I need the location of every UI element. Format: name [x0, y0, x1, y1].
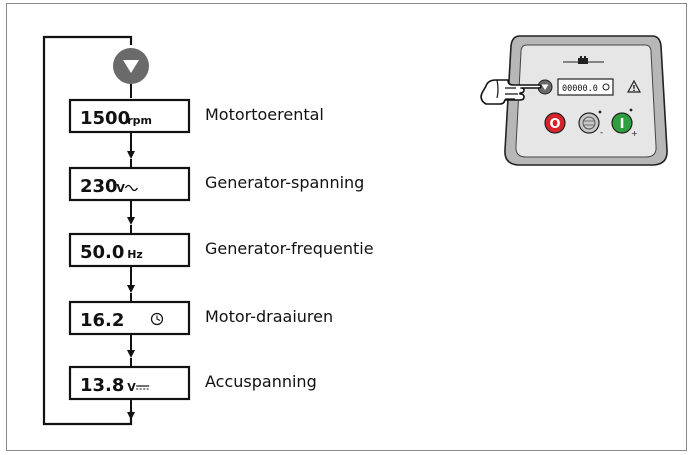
lcd-value: 16.2 [80, 310, 124, 331]
stop-button-label: O [549, 117, 560, 132]
plus-sign: + [631, 129, 638, 138]
lcd-value: 13.8 [80, 375, 124, 396]
parameter-label: Accuspanning [205, 372, 317, 391]
flow-arrow-icon [127, 217, 135, 225]
ac-wave-icon [124, 184, 138, 192]
lcd-value-box [68, 166, 191, 202]
preheat-coil-icon [582, 116, 596, 130]
lcd-unit: rpm [127, 114, 152, 127]
scroll-button[interactable] [113, 48, 149, 84]
lcd-value: 50.0 [80, 242, 124, 263]
lcd-value: 1500 [80, 108, 130, 129]
stop-button[interactable]: O [544, 112, 566, 134]
preheat-button[interactable] [578, 112, 600, 134]
svg-text:!: ! [632, 84, 636, 93]
lcd-value-box [68, 300, 191, 336]
panel-display [557, 78, 614, 96]
lcd-unit: V [116, 182, 125, 195]
parameter-label: Motortoerental [205, 105, 324, 124]
panel-display-text: 00000.0 [562, 84, 598, 94]
parameter-label: Generator-frequentie [205, 239, 374, 258]
flow-arrow-icon [127, 412, 135, 420]
loop-line [42, 35, 133, 426]
hour-meter-icon [150, 312, 164, 326]
lcd-value-box [68, 365, 191, 401]
preheat-indicator-dot [598, 110, 602, 114]
minus-sign: - [600, 128, 603, 138]
warning-icon: ! [626, 79, 642, 93]
pointing-hand-icon [480, 79, 542, 105]
hour-meter-hand [156, 315, 161, 321]
scroll-down-icon [123, 60, 139, 73]
panel-brand-mark-icon [578, 56, 588, 64]
lcd-value-box [68, 98, 191, 134]
lcd-value-box [68, 232, 191, 268]
lcd-unit: Hz [127, 248, 143, 261]
parameter-label: Motor-draaiuren [205, 307, 333, 326]
lcd-value: 230 [80, 176, 118, 197]
start-button[interactable]: I [611, 112, 633, 134]
panel-scroll-down-icon [541, 84, 549, 90]
control-panel: 00000.0 ! O - I + [480, 35, 668, 166]
panel-display-clock-icon [602, 83, 610, 91]
start-button-label: I [620, 117, 625, 132]
flow-arrow-icon [127, 151, 135, 159]
start-indicator-dot [629, 108, 633, 112]
parameter-row: 16.2 Motor-draaiuren [68, 300, 333, 367]
preheat-coil-lines [584, 120, 594, 126]
lcd-unit: V [127, 381, 136, 394]
flow-arrow-icon [127, 350, 135, 358]
flow-arrow-icon [127, 285, 135, 293]
parameter-label: Generator-spanning [205, 173, 364, 192]
